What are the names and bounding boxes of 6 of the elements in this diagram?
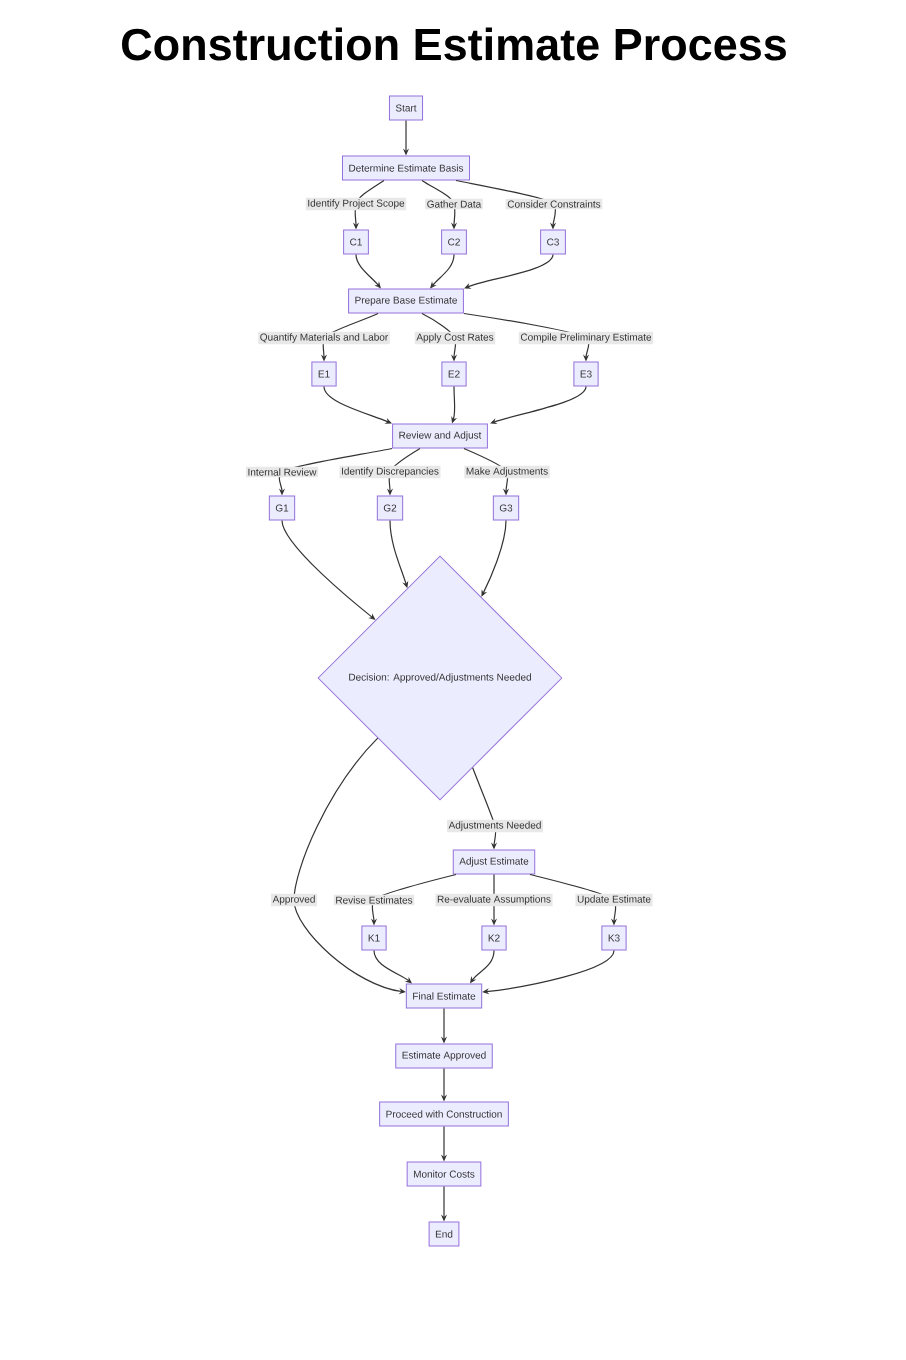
title: Construction Estimate Process (122, 27, 786, 61)
arrow (373, 949, 412, 984)
arrow (323, 385, 392, 424)
arrow (464, 253, 554, 289)
arrow (490, 385, 587, 425)
arrow (481, 519, 507, 597)
